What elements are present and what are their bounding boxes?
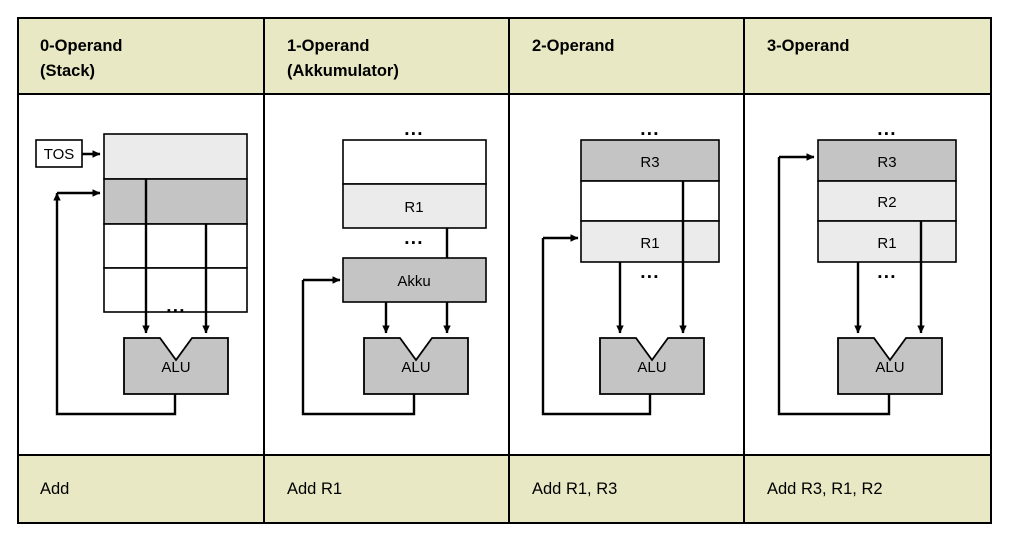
register-cell-3-1 <box>817 180 957 222</box>
header-title-2-line1: 2-Operand <box>532 37 615 55</box>
tos-pointer-box <box>35 139 83 168</box>
register-cell-2-2 <box>580 220 720 263</box>
header-title-0-line2: (Stack) <box>40 62 95 80</box>
alu-feedback-path-0 <box>53 192 177 416</box>
diagram-column-0-operand: TOS ... ALU <box>35 133 248 416</box>
alu-label-3: ALU <box>875 359 904 376</box>
header-cell-bg-1 <box>265 19 509 94</box>
instruction-label-2: Add R1, R3 <box>532 480 617 498</box>
instruction-label-3: Add R3, R1, R2 <box>767 480 883 498</box>
instruction-label-0: Add <box>40 480 69 498</box>
register-label-3-2: R1 <box>877 235 896 252</box>
register-cell-2-0 <box>580 139 720 182</box>
instruction-cell-bg-1 <box>265 455 509 522</box>
ellipsis-top-3: ... <box>877 119 896 140</box>
akku-box <box>342 257 487 303</box>
ellipsis-bottom-2: ... <box>640 262 659 283</box>
stack-cell-0 <box>103 133 248 180</box>
alu-label-0: ALU <box>161 359 190 376</box>
ellipsis-bottom-0: ... <box>166 296 185 317</box>
header-cell-bg-3 <box>745 19 990 94</box>
header-title-3-line1: 3-Operand <box>767 37 850 55</box>
stack-cell-3 <box>103 267 248 313</box>
register-label-2-2: R1 <box>640 235 659 252</box>
diagram-column-1-operand: ... R1 ... Akku ALU <box>301 119 487 416</box>
diagram-column-3-operand: ... R3 R2 R1 ... ALU <box>777 119 957 416</box>
register-label-1-1: R1 <box>404 199 423 216</box>
alu-shape-1 <box>363 337 469 395</box>
header-cell-bg-0 <box>19 19 264 94</box>
ellipsis-top-2: ... <box>640 119 659 140</box>
ellipsis-top-1: ... <box>404 119 423 140</box>
instruction-cell-bg-3 <box>745 455 990 522</box>
stack-cell-1 <box>103 178 248 225</box>
register-cell-1-0 <box>342 139 487 185</box>
stack-cell-2 <box>103 223 248 269</box>
akku-label: Akku <box>397 273 430 290</box>
register-cell-1-1 <box>342 183 487 229</box>
register-cell-3-2 <box>817 220 957 263</box>
register-cell-2-1 <box>580 180 720 222</box>
ellipsis-bottom-1: ... <box>404 228 423 249</box>
instruction-cell-bg-2 <box>510 455 744 522</box>
instruction-cell-bg-0 <box>19 455 264 522</box>
alu-feedback-path-2 <box>541 238 652 416</box>
tos-pointer-label: TOS <box>44 146 75 163</box>
alu-label-1: ALU <box>401 359 430 376</box>
instruction-label-1: Add R1 <box>287 480 342 498</box>
register-label-3-0: R3 <box>877 154 896 171</box>
header-title-1-line2: (Akkumulator) <box>287 62 399 80</box>
ellipsis-bottom-3: ... <box>877 262 896 283</box>
header-cell-bg-2 <box>510 19 744 94</box>
alu-label-2: ALU <box>637 359 666 376</box>
alu-shape-0 <box>123 337 229 395</box>
header-title-1-line1: 1-Operand <box>287 37 370 55</box>
register-label-2-0: R3 <box>640 154 659 171</box>
alu-shape-2 <box>599 337 705 395</box>
diagram-column-2-operand: ... R3 R1 ... ALU <box>541 119 720 416</box>
header-title-0-line1: 0-Operand <box>40 37 123 55</box>
alu-feedback-path-3 <box>777 157 891 416</box>
alu-feedback-path-1 <box>301 280 416 416</box>
register-label-3-1: R2 <box>877 194 896 211</box>
alu-shape-3 <box>837 337 943 395</box>
